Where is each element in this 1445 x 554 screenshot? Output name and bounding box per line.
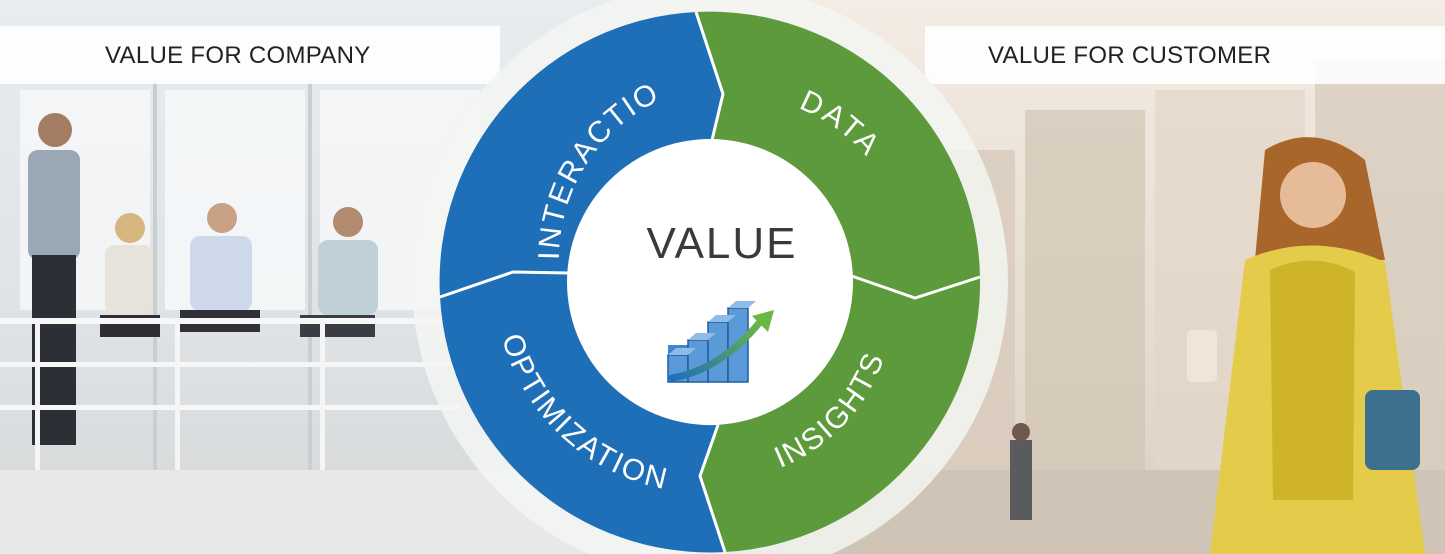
value-for-customer-title: VALUE FOR CUSTOMER	[988, 42, 1272, 69]
segment-interaction	[439, 12, 723, 297]
company-header-band	[0, 26, 500, 84]
segment-optimization	[440, 272, 725, 553]
rising-bar-chart-icon	[667, 301, 774, 383]
office-scene-illustration	[0, 80, 640, 554]
wheel-center	[567, 139, 853, 425]
customer-header-band	[925, 26, 1445, 84]
segment-insights	[700, 273, 981, 552]
value-center-label: VALUE	[646, 219, 797, 268]
segment-data	[696, 11, 980, 298]
value-for-company-title: VALUE FOR COMPANY	[105, 42, 371, 69]
